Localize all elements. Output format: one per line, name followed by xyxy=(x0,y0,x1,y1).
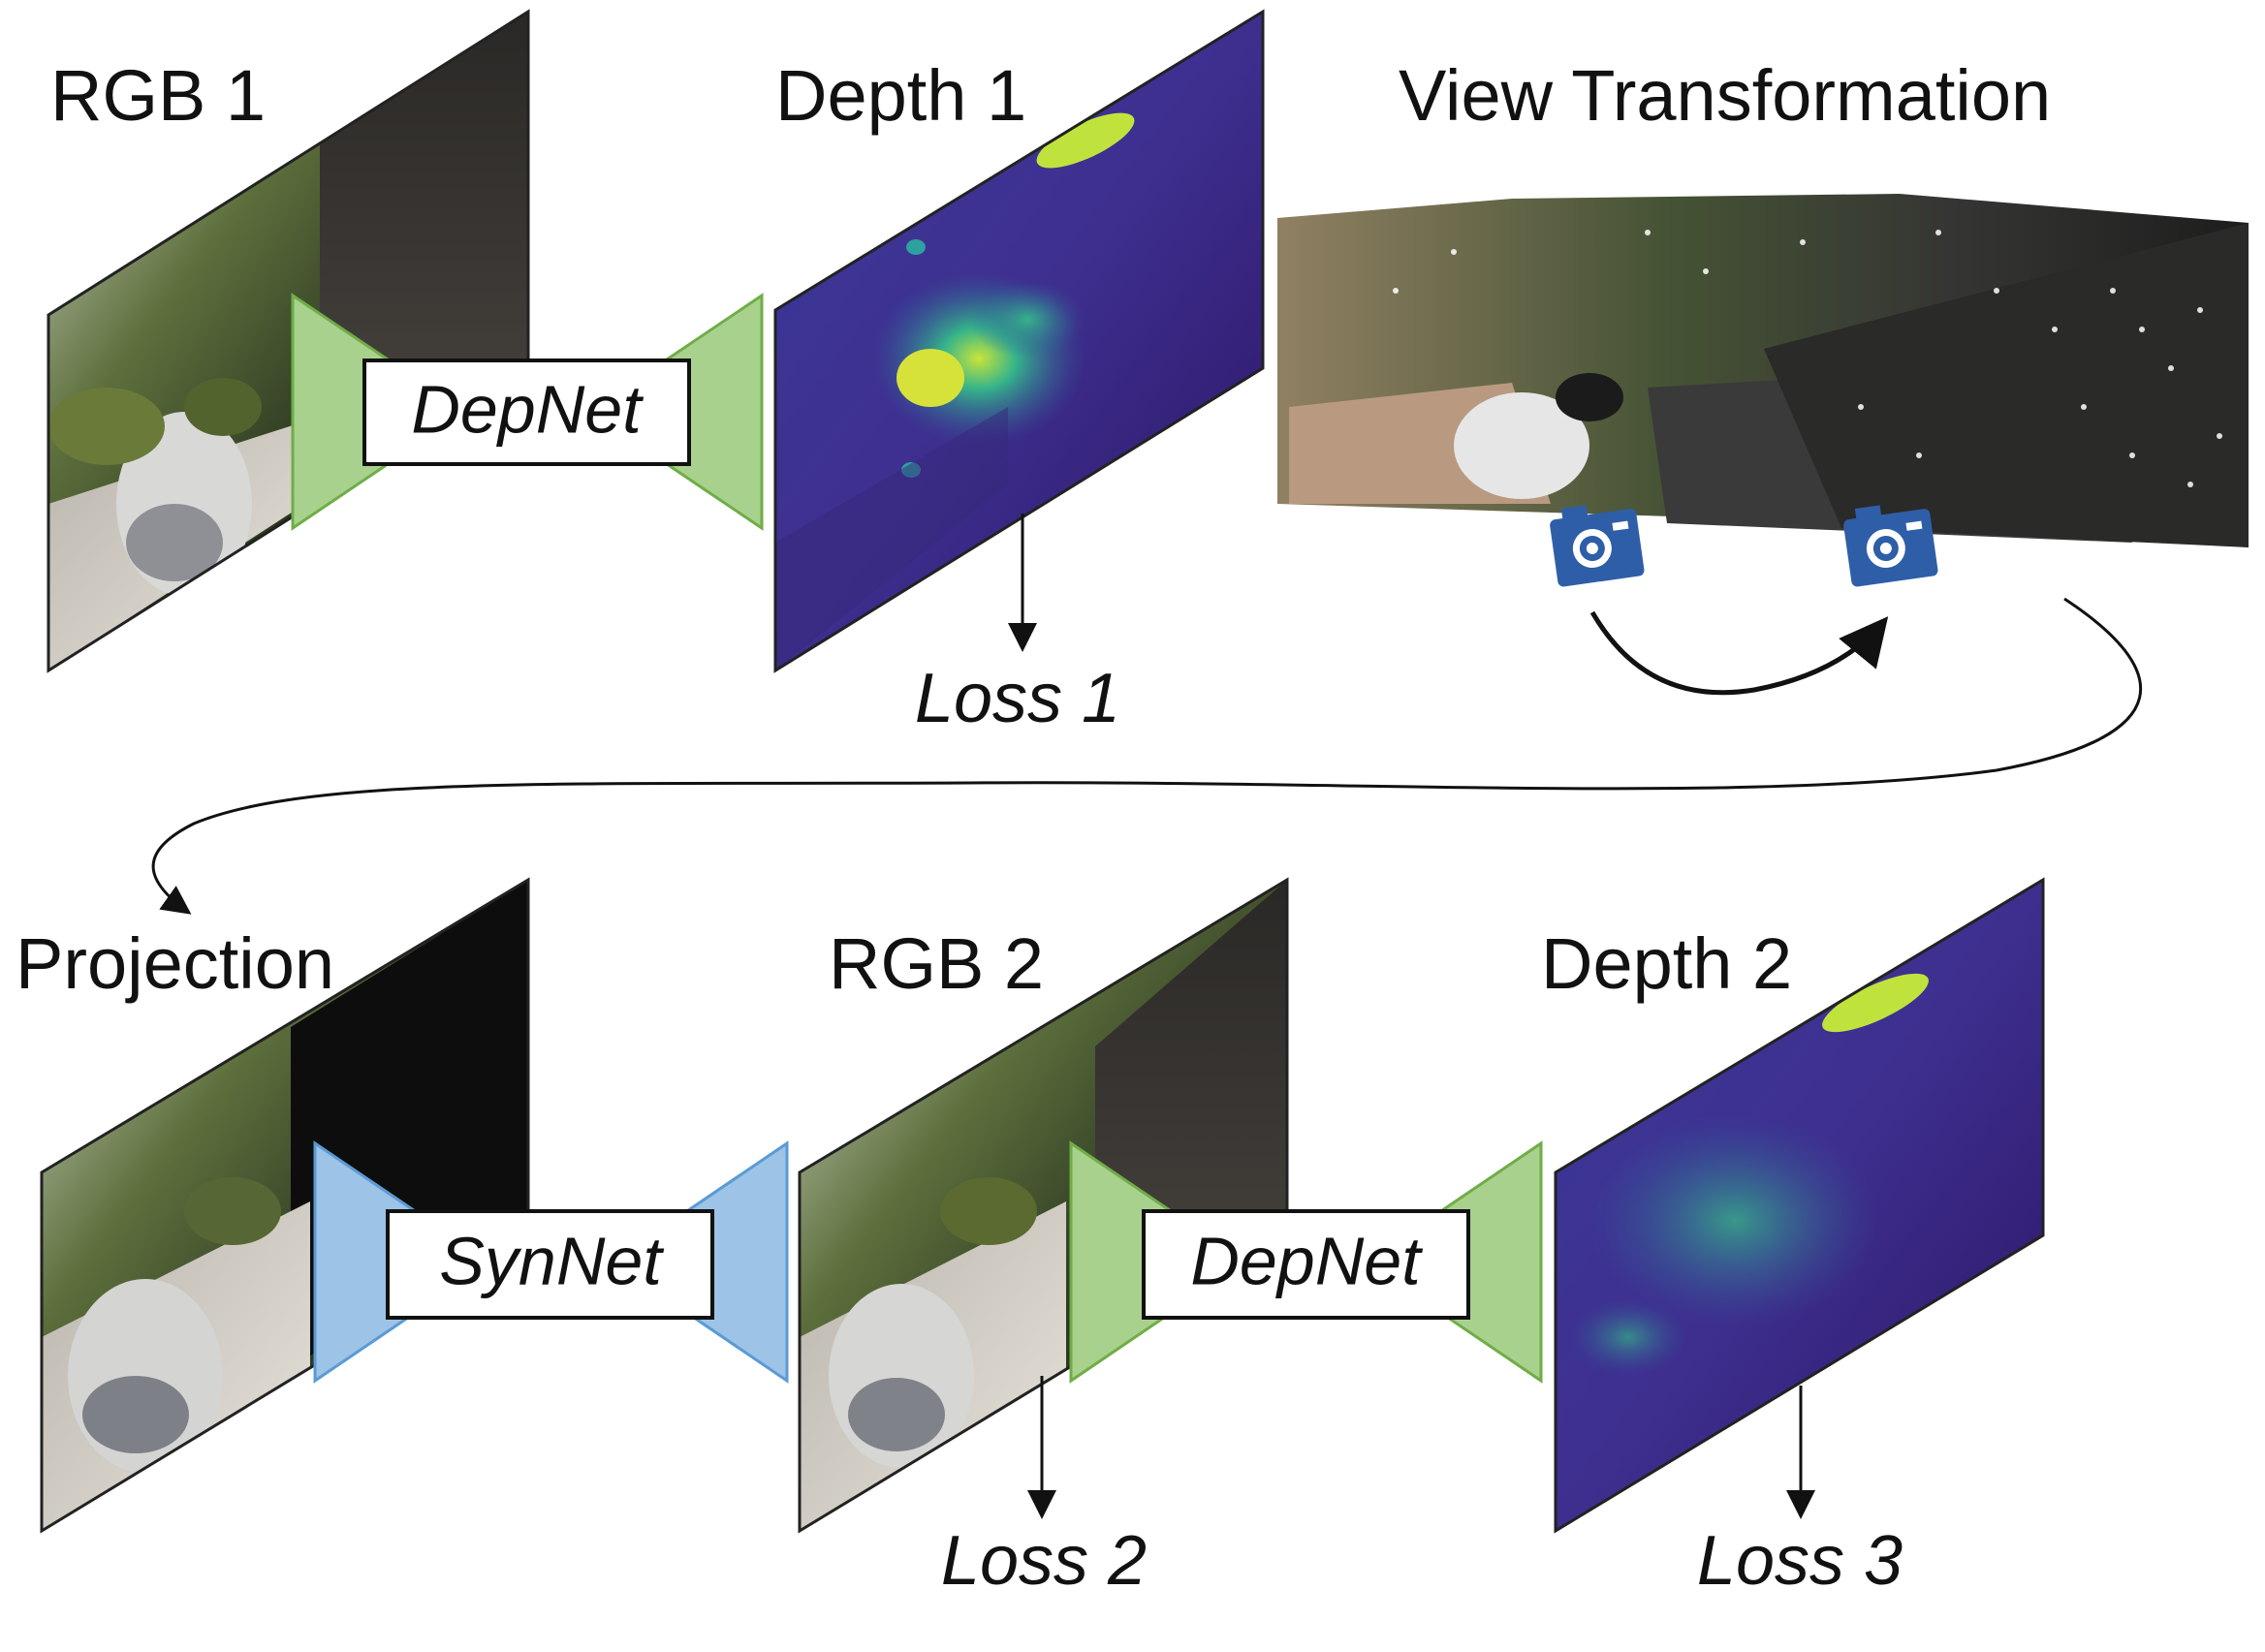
depth2-label: Depth 2 xyxy=(1541,923,1792,1004)
projection-label: Projection xyxy=(16,923,334,1004)
depnet-top-label: DepNet xyxy=(411,371,644,447)
depnet-bottom-label: DepNet xyxy=(1190,1223,1423,1298)
synnet-encoder-decoder: SynNet xyxy=(313,1140,789,1384)
loss3-label: Loss 3 xyxy=(1697,1522,1903,1600)
loss1-label: Loss 1 xyxy=(915,660,1120,737)
loss2-label: Loss 2 xyxy=(941,1522,1147,1600)
point-cloud-view xyxy=(1277,194,2249,587)
camera-motion-arrow xyxy=(1589,610,1889,696)
depnet-encoder-decoder-top: DepNet xyxy=(291,293,764,531)
camera-icon xyxy=(1843,505,1938,587)
camera-icon xyxy=(1550,505,1645,587)
synnet-label: SynNet xyxy=(439,1223,664,1298)
depth1-label: Depth 1 xyxy=(775,55,1026,136)
view-to-projection-arrow xyxy=(151,597,2143,915)
depnet-encoder-decoder-bottom: DepNet xyxy=(1069,1140,1543,1384)
rgb2-label: RGB 2 xyxy=(829,923,1044,1004)
rgb1-label: RGB 1 xyxy=(50,55,266,136)
view-transformation-label: View Transformation xyxy=(1399,55,2051,136)
